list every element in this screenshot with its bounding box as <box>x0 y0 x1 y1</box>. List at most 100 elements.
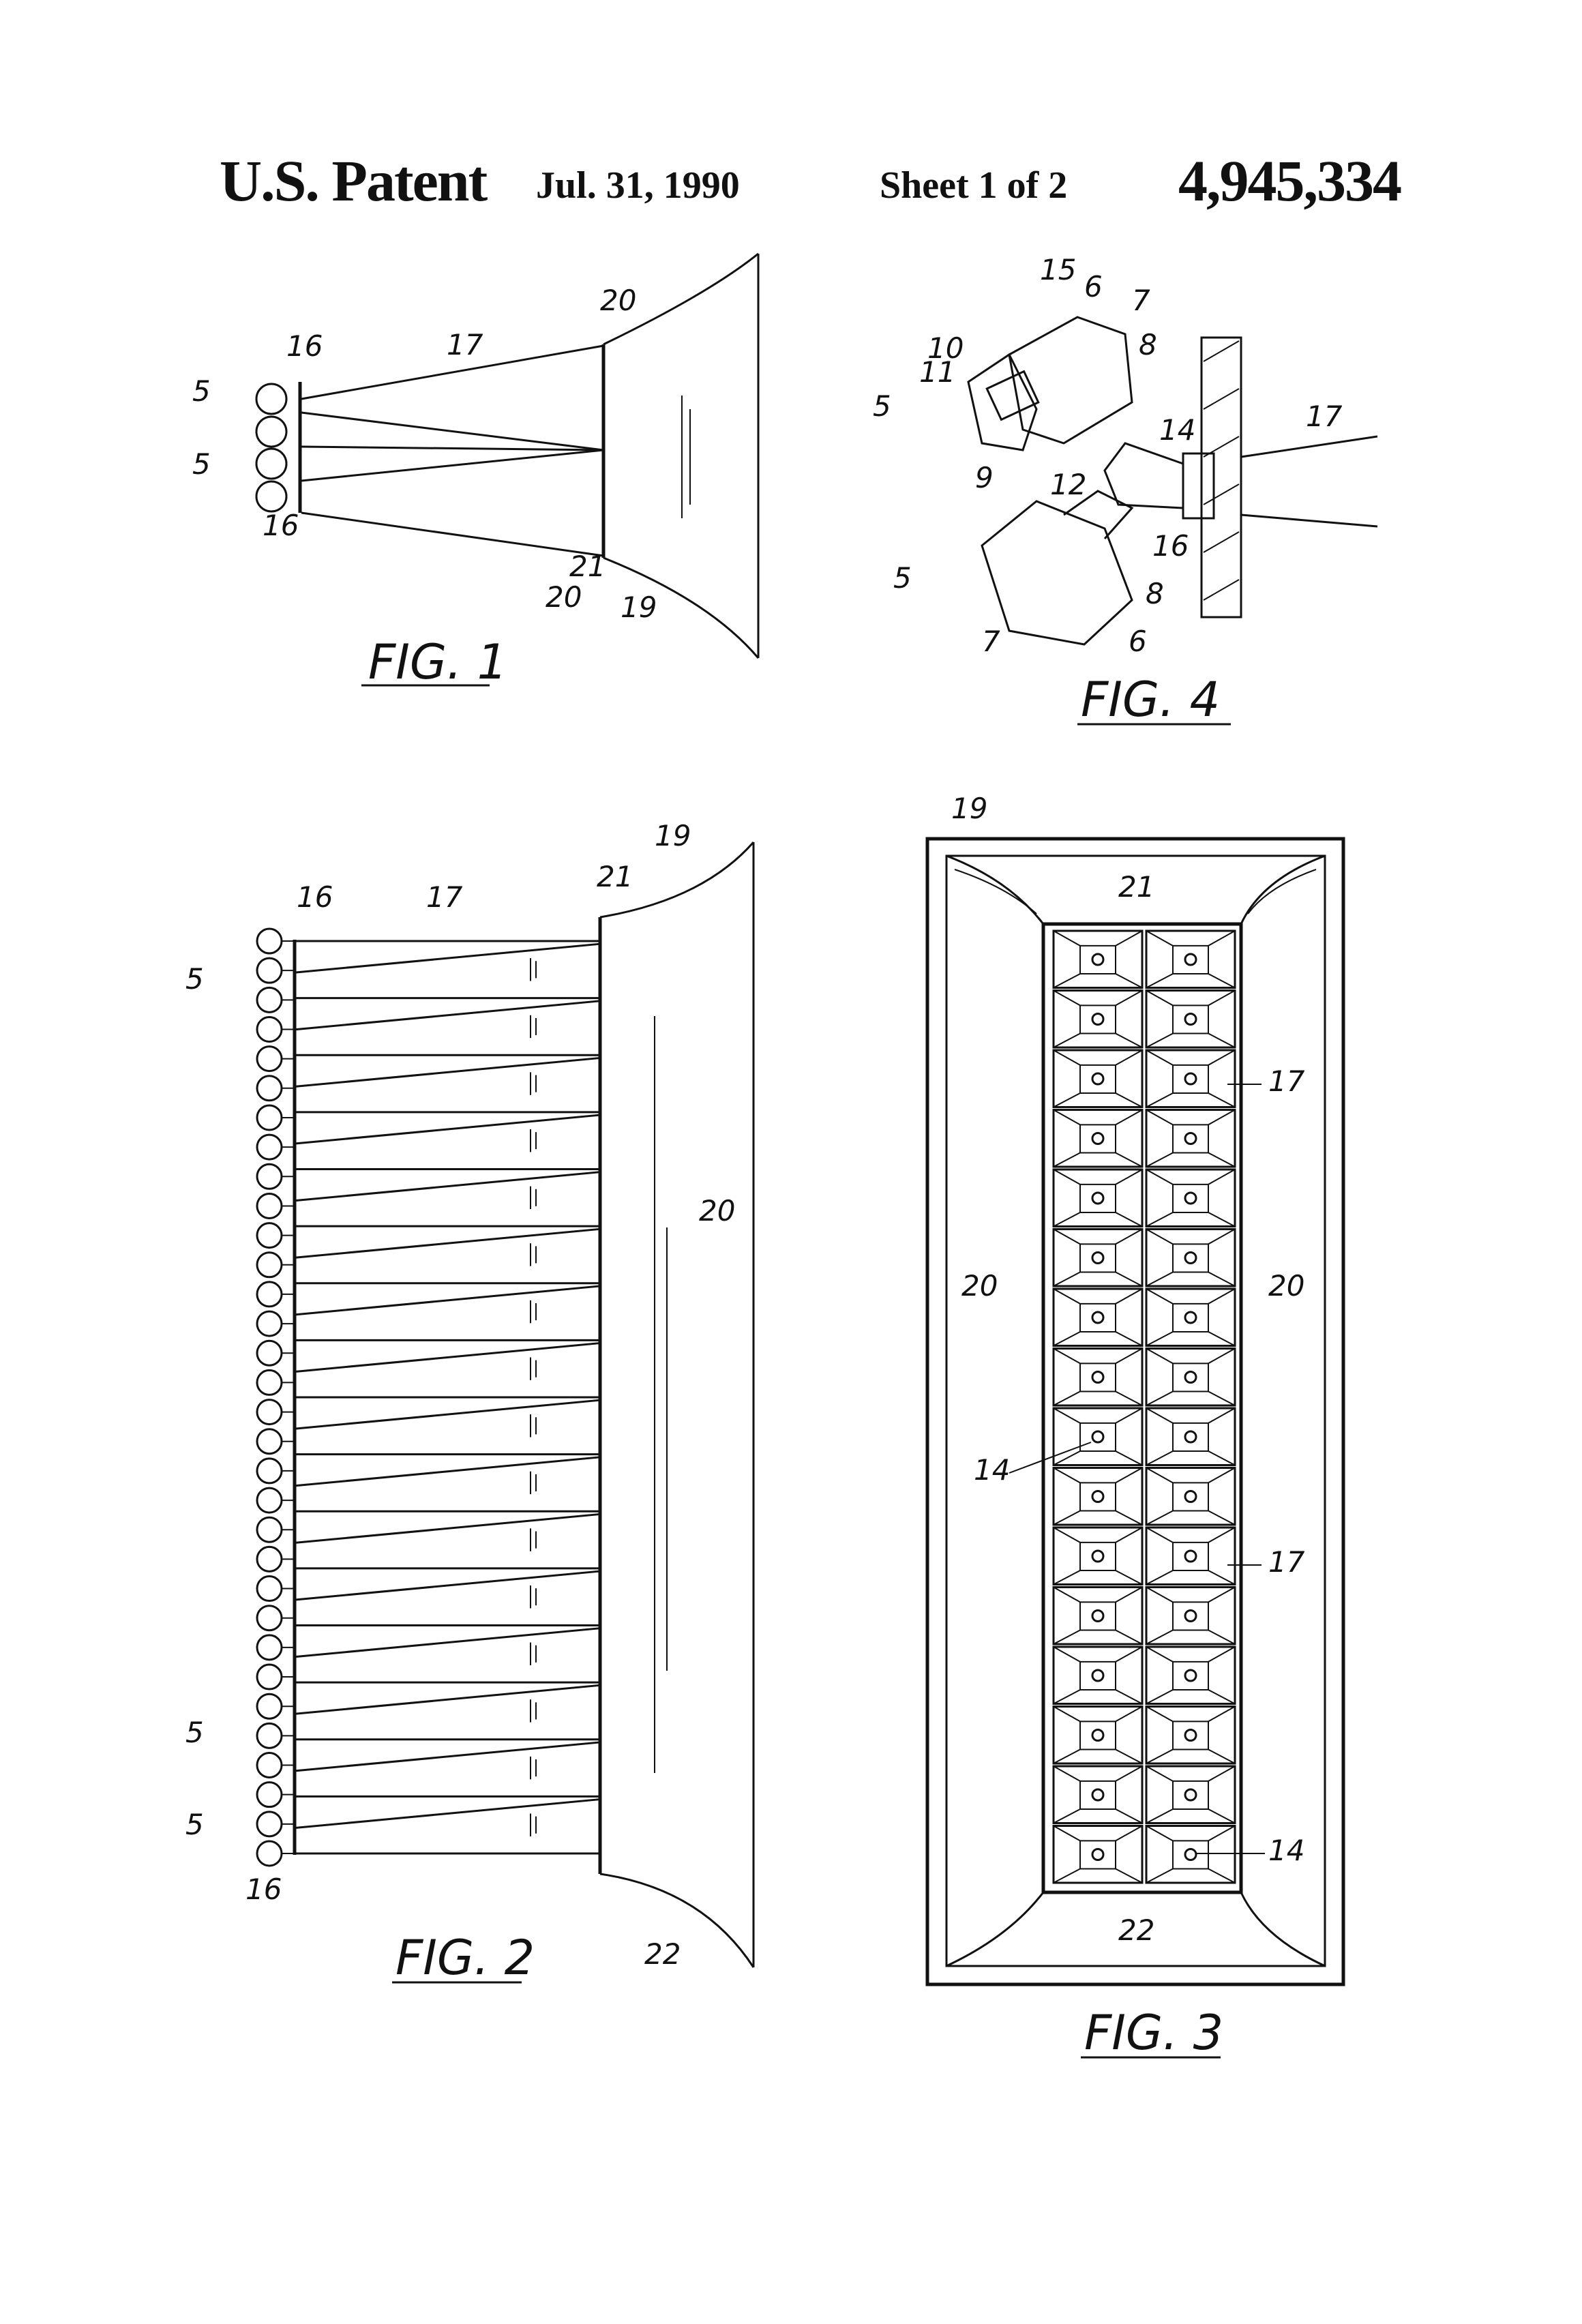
fig2-driver-unit <box>256 1133 283 1161</box>
fig3-horn-cell <box>1052 1705 1144 1765</box>
fig3-driver-array <box>1041 922 1243 1894</box>
fig3-port <box>1091 1013 1105 1026</box>
fig3-horn-cell <box>1052 1287 1144 1347</box>
fig2-horn-diagonal <box>295 1684 601 1715</box>
figure-2: 5 16 17 19 21 20 5 5 16 22 FIG. 2 <box>185 819 755 1986</box>
fig3-port <box>1091 953 1105 966</box>
fig3-port <box>1091 1609 1105 1622</box>
fig1-label-21: 21 <box>569 550 606 583</box>
fig3-port <box>1091 1251 1105 1264</box>
fig4-label-5b: 5 <box>893 561 912 595</box>
fig3-port <box>1091 1072 1105 1086</box>
fig2-horn-diagonal <box>295 1741 601 1772</box>
fig3-horn-cell <box>1145 1526 1236 1585</box>
fig3-port <box>1091 1311 1105 1324</box>
fig3-label-20a: 20 <box>961 1269 998 1302</box>
fig3-label-17b: 17 <box>1268 1545 1305 1579</box>
fig2-driver-unit <box>256 1781 283 1808</box>
fig2-horn-diagonal <box>295 1627 601 1658</box>
fig3-port <box>1184 1430 1197 1444</box>
fig4-label-11: 11 <box>919 355 955 389</box>
fig1-drivers <box>255 383 288 513</box>
fig3-horn-cell <box>1052 1526 1144 1585</box>
fig3-port <box>1184 1549 1197 1563</box>
fig2-drivers <box>256 927 293 1867</box>
fig3-port <box>1091 1371 1105 1384</box>
fig3-horn-cell <box>1145 1586 1236 1645</box>
fig3-horn-cell <box>1052 1049 1144 1108</box>
fig3-port <box>1091 1848 1105 1861</box>
patent-date: Jul. 31, 1990 <box>536 164 740 207</box>
fig3-horn-cell <box>1052 1407 1144 1466</box>
fig3-horn-cell <box>1052 989 1144 1049</box>
fig3-port <box>1184 1788 1197 1802</box>
sheet-indicator: Sheet 1 of 2 <box>880 164 1068 207</box>
fig2-horn-diagonal <box>295 1342 601 1373</box>
fig3-port <box>1184 953 1197 966</box>
fig4-label-7: 7 <box>1132 284 1150 317</box>
fig2-horn-diagonal <box>295 1114 601 1145</box>
fig3-horn-cell <box>1145 1287 1236 1347</box>
fig4-label-12: 12 <box>1050 468 1086 501</box>
fig1-flare-top <box>603 252 759 346</box>
fig2-horn-diagonal <box>295 1285 601 1316</box>
patent-number: 4,945,334 <box>1178 148 1402 213</box>
fig2-horn-diagonal <box>295 1227 601 1259</box>
fig2-driver-unit <box>256 1163 283 1190</box>
fig3-port <box>1184 1490 1197 1503</box>
fig2-driver-unit <box>256 1015 283 1043</box>
fig3-port <box>1184 1729 1197 1742</box>
fig2-driver-unit <box>256 1251 283 1279</box>
fig2-driver-unit <box>256 1605 283 1632</box>
fig4-wall <box>1200 336 1242 619</box>
fig3-horn-cell <box>1145 1347 1236 1407</box>
fig3-label-21: 21 <box>1118 870 1154 904</box>
fig3-port <box>1091 1729 1105 1742</box>
fig4-label-6b: 6 <box>1129 625 1147 658</box>
fig2-flare-bottom <box>599 1873 755 1968</box>
fig2-driver-unit <box>256 1281 283 1308</box>
fig3-port <box>1184 1609 1197 1622</box>
fig3-flare-bottom <box>946 1892 1326 1967</box>
fig3-port <box>1091 1490 1105 1503</box>
fig4-driver-bottom-body <box>981 500 1133 646</box>
fig2-driver-unit <box>256 1663 283 1690</box>
fig4-label-15: 15 <box>1040 253 1076 286</box>
fig2-horn-diagonal <box>295 1798 601 1829</box>
fig2-driver-unit <box>256 1840 283 1867</box>
fig3-port <box>1184 1311 1197 1324</box>
fig2-driver-unit <box>256 1075 283 1102</box>
fig2-label-21: 21 <box>597 860 633 893</box>
fig1-horns <box>301 344 604 557</box>
fig4-driver-top-body <box>1008 316 1133 445</box>
fig2-horn-diagonal <box>295 1570 601 1601</box>
fig4-label-5a: 5 <box>873 389 891 423</box>
fig3-port <box>1091 1191 1105 1205</box>
fig3-horn-cell <box>1145 1467 1236 1526</box>
fig1-label-16b: 16 <box>263 509 299 542</box>
fig3-outer-frame <box>925 837 1345 1986</box>
fig4-label-9: 9 <box>975 461 994 494</box>
fig3-horn-cell <box>1145 1109 1236 1168</box>
patent-title: U.S. Patent <box>220 148 488 213</box>
fig1-label-5a: 5 <box>192 374 211 408</box>
fig3-label-20b: 20 <box>1268 1269 1304 1302</box>
fig2-horn-diagonal <box>295 1456 601 1487</box>
fig2-label-16b: 16 <box>245 1873 282 1906</box>
fig3-port <box>1184 1848 1197 1861</box>
fig2-horn-diagonal <box>295 1171 601 1202</box>
fig3-horn-cell <box>1052 1347 1144 1407</box>
fig4-label-10: 10 <box>927 331 964 365</box>
fig3-horn-cell <box>1052 1825 1144 1884</box>
fig2-horn-diagonal <box>295 942 601 974</box>
fig3-label-17a: 17 <box>1268 1064 1305 1098</box>
fig2-label-17: 17 <box>426 880 463 914</box>
fig3-horn-cell <box>1052 1765 1144 1824</box>
fig2-horn-diagonal <box>295 1513 601 1544</box>
fig4-manifold <box>1103 442 1184 509</box>
fig2-driver-unit <box>256 927 283 955</box>
fig3-horn-cell <box>1145 1049 1236 1108</box>
fig3-port <box>1091 1549 1105 1563</box>
fig3-horn-cell <box>1145 989 1236 1049</box>
